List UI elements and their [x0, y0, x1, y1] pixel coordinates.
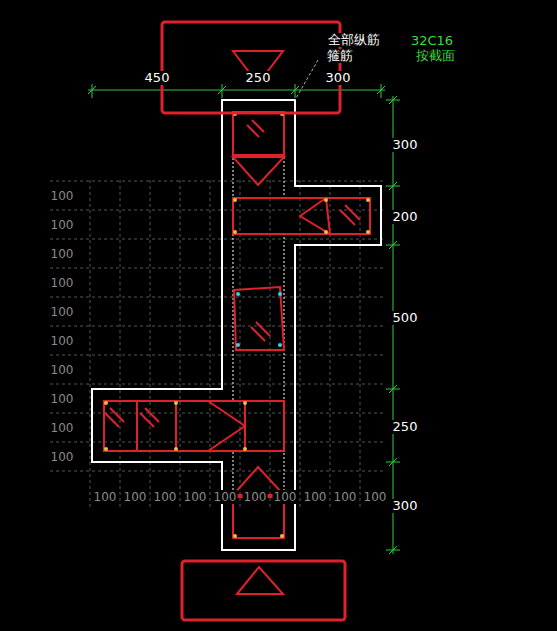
rebar-dots	[104, 112, 370, 538]
stirrups	[104, 112, 370, 538]
grid-spacing: 100	[303, 490, 328, 504]
grid-spacing: 100	[50, 305, 75, 319]
dimension-text: 300	[392, 138, 419, 152]
grid-spacing: 100	[50, 247, 75, 261]
grid-spacing: 100	[153, 490, 178, 504]
grid-spacing: 100	[50, 334, 75, 348]
rebar-outline	[104, 112, 370, 538]
grid-spacing: 100	[333, 490, 358, 504]
grid-spacing: 100	[50, 450, 75, 464]
grid-spacing: 100	[123, 490, 148, 504]
section-outline	[92, 100, 381, 550]
dimension-text: 200	[392, 210, 419, 224]
dimension-text: 300	[325, 71, 352, 85]
note-text: 全部纵筋	[327, 33, 381, 47]
grid-spacing: 100	[50, 218, 75, 232]
grid-spacing: 100	[50, 276, 75, 290]
rebar-dots-cyan	[236, 292, 282, 347]
section-markers	[162, 22, 345, 620]
grid-spacing: 100	[93, 490, 118, 504]
dimension-text: 450	[144, 71, 171, 85]
grid-lines	[50, 180, 385, 508]
grid-spacing: 100	[213, 490, 238, 504]
grid-spacing: 100	[50, 421, 75, 435]
grid-spacing: 100	[243, 490, 268, 504]
grid-spacing: 100	[183, 490, 208, 504]
grid-spacing: 100	[363, 490, 388, 504]
grid-spacing: 100	[50, 189, 75, 203]
note-text: 32C16	[410, 34, 454, 48]
dimension-text: 500	[392, 311, 419, 325]
note-text: 按截面	[415, 49, 456, 63]
leader-line	[295, 60, 318, 100]
grid-spacing: 100	[50, 392, 75, 406]
dimension-text: 300	[392, 499, 419, 513]
dimension-lines	[88, 84, 400, 554]
dimension-text: 250	[392, 420, 419, 434]
dimension-text: 250	[245, 71, 272, 85]
grid-spacing: 100	[273, 490, 298, 504]
grid-spacing: 100	[50, 363, 75, 377]
note-text: 箍筋	[326, 49, 354, 63]
